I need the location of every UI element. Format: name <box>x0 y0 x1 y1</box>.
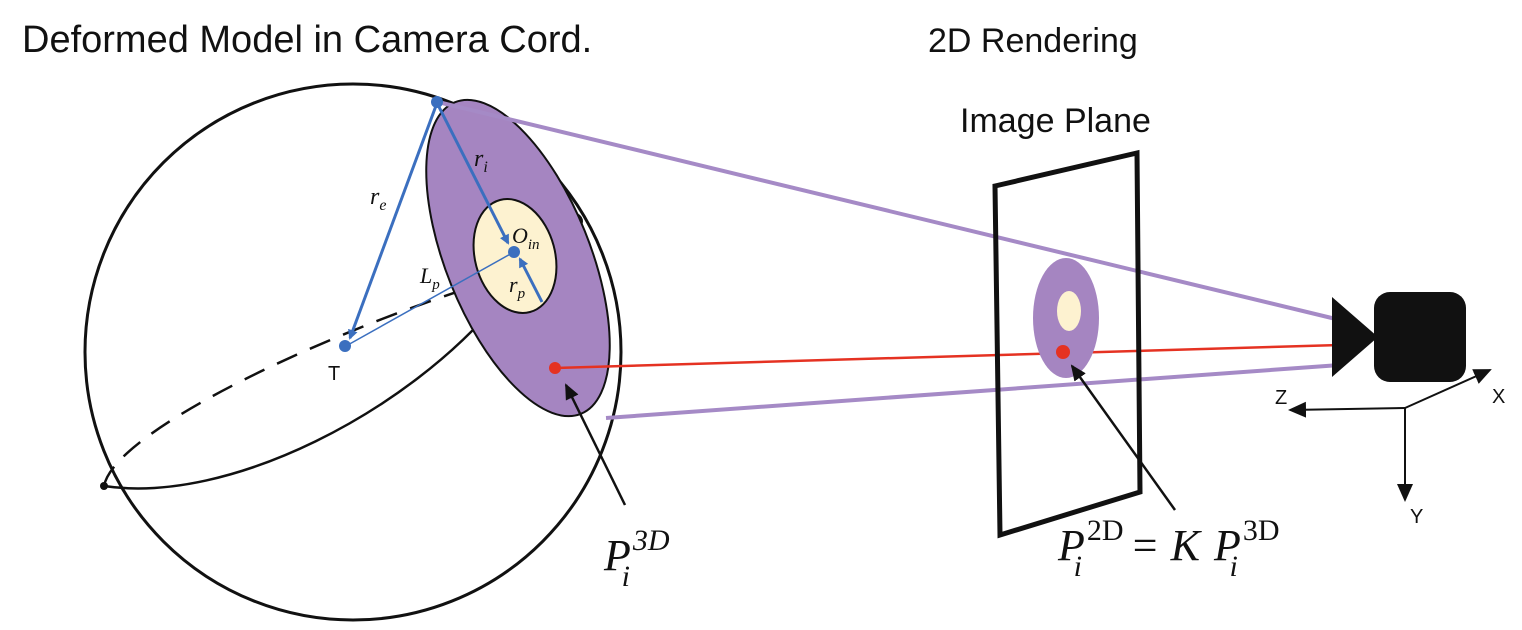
label-r-e: re <box>370 184 386 214</box>
line-l-p <box>345 251 515 347</box>
label-l-p: Lp <box>419 263 440 293</box>
label-r-i: ri <box>474 146 488 176</box>
right-title: 2D Rendering <box>928 22 1138 60</box>
label-t: T <box>328 363 340 385</box>
image-plane-label: Image Plane <box>960 102 1151 140</box>
label-r-p: rp <box>509 272 526 302</box>
iris-edge-point <box>431 96 443 108</box>
equator-end-point <box>100 482 108 490</box>
axis-x-label: X <box>1492 386 1505 408</box>
axis-z-label: Z <box>1275 387 1287 409</box>
label-o-in: Oin <box>512 223 540 253</box>
pointer-p2d <box>1070 364 1177 511</box>
equator-visible <box>103 299 501 490</box>
arrow-r-i <box>435 102 510 245</box>
projection-ray-top <box>437 100 1341 322</box>
eyeball-sphere <box>83 82 623 622</box>
axis-x-arrow <box>1404 369 1492 409</box>
projection-ray-bottom <box>605 363 1341 420</box>
projected-pupil <box>1057 291 1081 331</box>
axis-z-arrow <box>1288 401 1406 418</box>
arrow-r-e <box>348 102 439 340</box>
camera-icon <box>1332 292 1466 382</box>
point-2d-dot <box>1056 345 1070 359</box>
projection-ray-point <box>554 343 1341 370</box>
center-o-in-point <box>508 246 520 258</box>
equator-hidden-dashed <box>102 276 501 487</box>
left-title: Deformed Model in Camera Cord. <box>22 19 592 61</box>
center-t-point <box>339 340 351 352</box>
axis-y-label: Y <box>1410 506 1423 528</box>
image-plane <box>992 149 1143 539</box>
arrow-r-p <box>518 257 544 303</box>
point-3d-dot <box>549 362 561 374</box>
pointer-p3d <box>564 383 627 506</box>
